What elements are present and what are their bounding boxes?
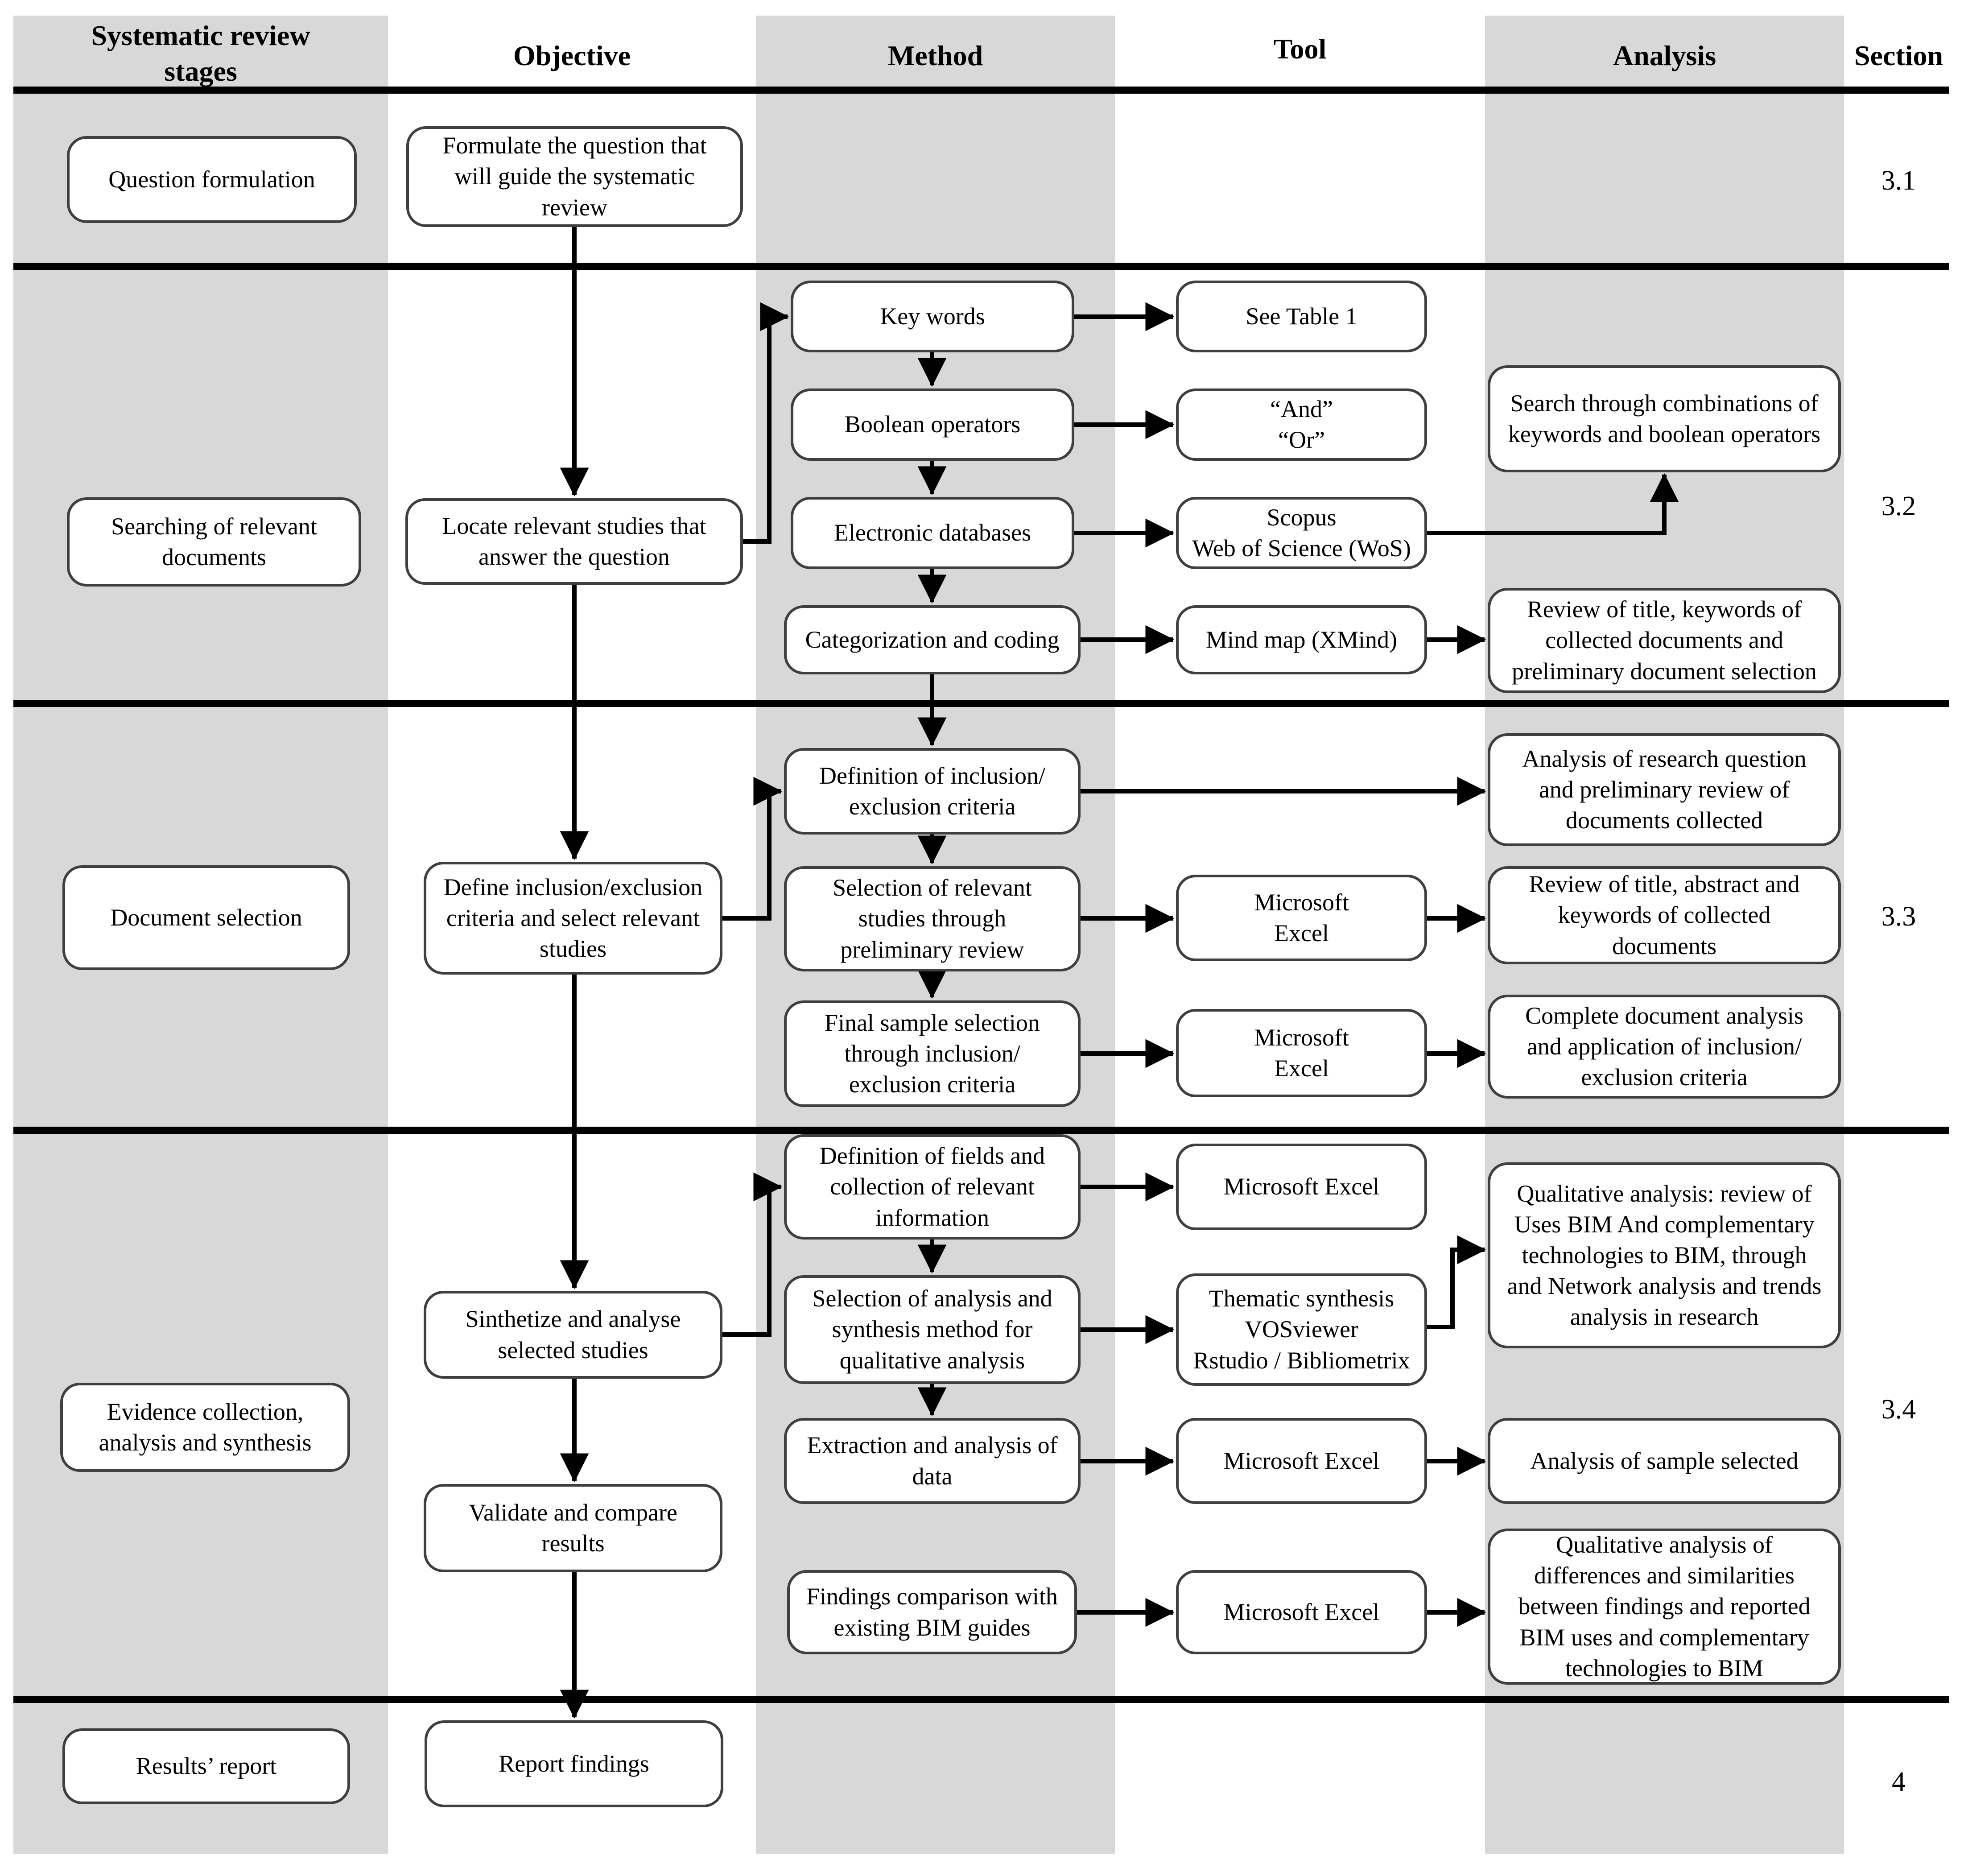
tool-box-scopus-wos: Scopus Web of Science (WoS) (1176, 497, 1427, 569)
tool-box-excel-findings: Microsoft Excel (1176, 1570, 1427, 1654)
objective-box-locate-studies: Locate relevant studies that answer the … (405, 498, 743, 585)
tool-to-analysis-arrows (1081, 473, 1679, 1627)
analysis-box-research-question: Analysis of research question and prelim… (1488, 733, 1841, 846)
column-header-method: Method (887, 40, 983, 71)
objective-to-method-elbow-arrows (722, 302, 789, 1337)
row-separator-lines (13, 87, 1949, 1703)
column-header-objective: Objective (513, 40, 631, 71)
column-header-section: Section (1854, 40, 1943, 71)
method-to-tool-arrows (1074, 302, 1175, 1627)
method-box-selection-analysis-method: Selection of analysis and synthesis meth… (784, 1275, 1081, 1384)
method-box-definition-criteria: Definition of inclusion/ exclusion crite… (784, 748, 1081, 835)
section-label-3-2: 3.2 (1881, 491, 1916, 521)
analysis-box-search-combinations: Search through combinations of keywords … (1488, 365, 1841, 472)
tool-box-thematic-synthesis: Thematic synthesis VOSviewer Rstudio / B… (1176, 1273, 1427, 1386)
stage-box-document-selection: Document selection (62, 865, 350, 970)
analysis-box-complete-document: Complete document analysis and applicati… (1488, 995, 1841, 1099)
objective-box-report-findings: Report findings (425, 1720, 723, 1807)
stage-box-evidence-collection: Evidence collection, analysis and synthe… (60, 1383, 350, 1472)
method-box-selection-preliminary: Selection of relevant studies through pr… (784, 866, 1081, 971)
objective-box-define-criteria: Define inclusion/exclusion criteria and … (424, 862, 722, 975)
method-box-final-sample: Final sample selection through inclusion… (784, 1000, 1081, 1107)
method-box-extraction-data: Extraction and analysis of data (784, 1418, 1081, 1504)
tool-box-excel-fields: Microsoft Excel (1176, 1144, 1427, 1230)
stage-box-results-report: Results’ report (62, 1728, 350, 1804)
tool-box-excel-final-sample: Microsoft Excel (1176, 1009, 1427, 1097)
section-label-3-1: 3.1 (1881, 165, 1916, 196)
analysis-box-qualitative-differences: Qualitative analysis of differences and … (1488, 1529, 1841, 1685)
objective-box-synthetize-analyse: Sinthetize and analyse selected studies (424, 1291, 722, 1379)
stage-box-searching-documents: Searching of relevant documents (67, 497, 361, 587)
tool-box-excel-preliminary: Microsoft Excel (1176, 875, 1427, 961)
column-header-stages: Systematic review stages (91, 20, 310, 87)
column-header-tool: Tool (1273, 33, 1327, 65)
stage-box-question-formulation: Question formulation (67, 136, 357, 223)
analysis-box-review-title-keywords: Review of title, keywords of collected d… (1488, 588, 1841, 693)
section-label-3-3: 3.3 (1881, 901, 1916, 932)
tool-box-see-table-1: See Table 1 (1176, 281, 1427, 352)
section-label-4: 4 (1892, 1767, 1906, 1797)
analysis-box-qualitative-review: Qualitative analysis: review of Uses BIM… (1488, 1162, 1841, 1348)
method-box-boolean-operators: Boolean operators (791, 388, 1074, 461)
analysis-box-sample-selected: Analysis of sample selected (1488, 1418, 1841, 1504)
objective-box-formulate-question: Formulate the question that will guide t… (406, 126, 743, 227)
analysis-box-review-title-abstract: Review of title, abstract and keywords o… (1488, 866, 1841, 964)
method-box-definition-fields: Definition of fields and collection of r… (784, 1134, 1081, 1240)
method-box-key-words: Key words (791, 281, 1074, 352)
method-box-findings-comparison: Findings comparison with existing BIM gu… (787, 1570, 1077, 1654)
column-header-analysis: Analysis (1613, 40, 1716, 71)
tool-box-excel-extraction: Microsoft Excel (1176, 1418, 1427, 1504)
objective-box-validate-compare: Validate and compare results (424, 1484, 722, 1572)
tool-box-mind-map-xmind: Mind map (XMind) (1176, 605, 1427, 674)
tool-box-and-or: “And” “Or” (1176, 388, 1427, 461)
method-box-categorization-coding: Categorization and coding (784, 605, 1081, 674)
section-label-3-4: 3.4 (1881, 1394, 1916, 1425)
method-box-electronic-databases: Electronic databases (791, 497, 1074, 569)
